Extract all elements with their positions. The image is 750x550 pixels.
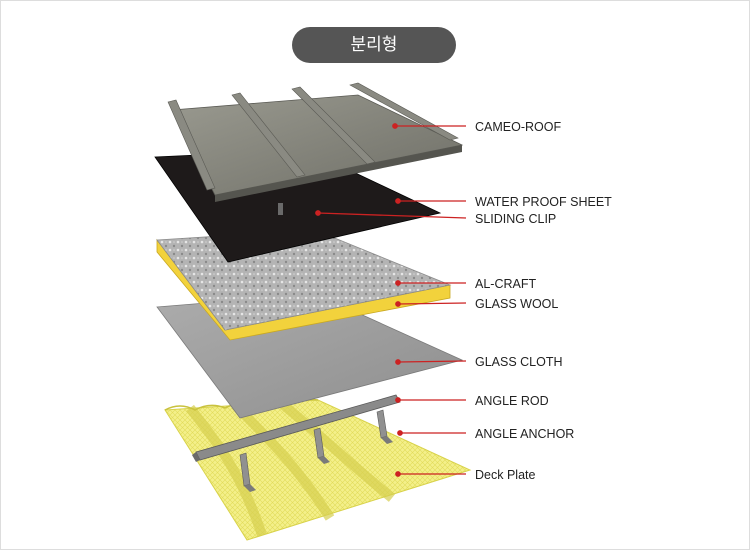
label-al-craft: AL-CRAFT	[475, 277, 536, 291]
label-glass-cloth: GLASS CLOTH	[475, 355, 563, 369]
label-angle-anchor: ANGLE ANCHOR	[475, 427, 574, 441]
label-angle-rod: ANGLE ROD	[475, 394, 549, 408]
sliding-clip-shape	[278, 203, 283, 215]
label-glass-wool: GLASS WOOL	[475, 297, 558, 311]
label-sliding-clip: SLIDING CLIP	[475, 212, 556, 226]
layer-labels: CAMEO-ROOF WATER PROOF SHEET SLIDING CLI…	[475, 120, 612, 482]
label-deck-plate: Deck Plate	[475, 468, 535, 482]
label-cameo-roof: CAMEO-ROOF	[475, 120, 561, 134]
label-water-proof-sheet: WATER PROOF SHEET	[475, 195, 612, 209]
